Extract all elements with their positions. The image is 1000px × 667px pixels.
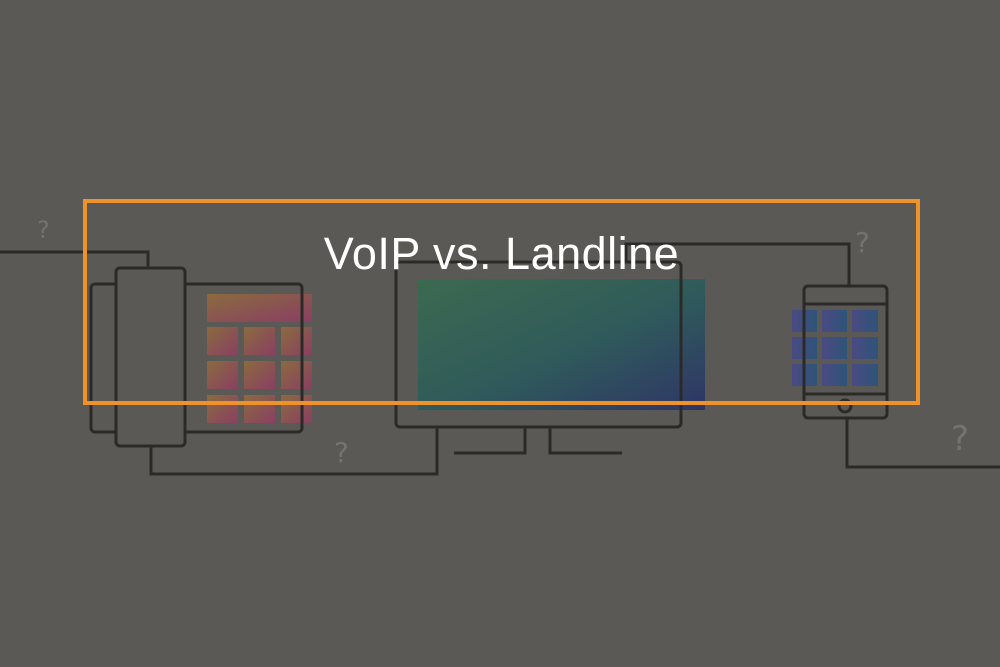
question-mark-icon: ? (334, 436, 349, 469)
connection-wires (0, 242, 1000, 476)
computer-monitor-icon (394, 260, 705, 455)
question-mark-icon: ? (951, 419, 969, 459)
desk-phone-keypad (207, 294, 312, 423)
question-mark-icon: ? (37, 216, 50, 244)
mobile-phone-icon (792, 284, 889, 420)
page-title: VoIP vs. Landline (323, 228, 680, 279)
title-frame: VoIP vs. Landline (83, 199, 920, 405)
question-mark-icon: ? (855, 226, 870, 259)
